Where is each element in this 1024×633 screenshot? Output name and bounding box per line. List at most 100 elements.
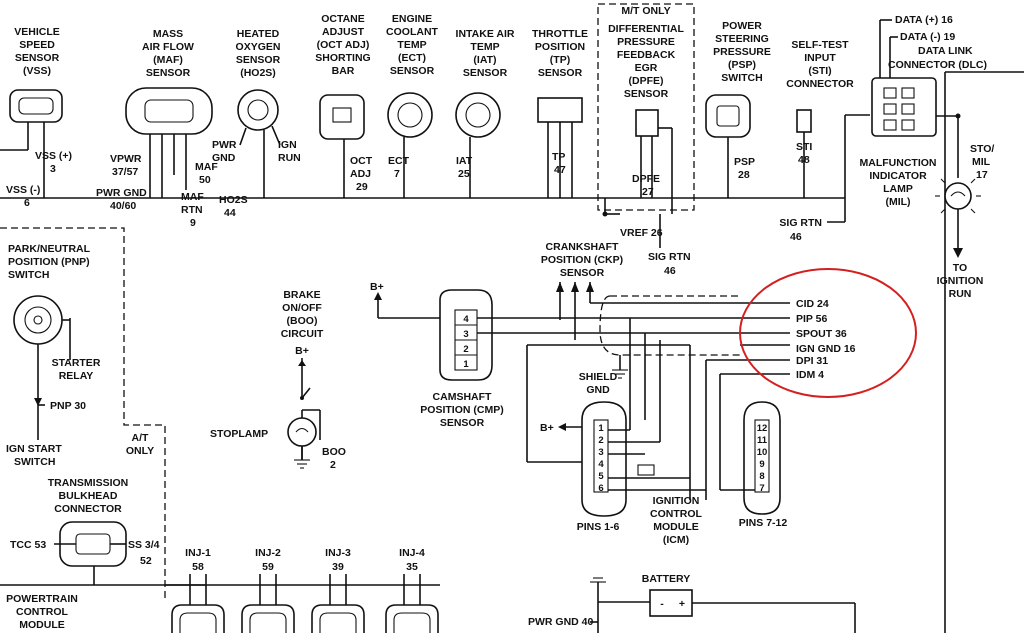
svg-text:CONNECTOR (DLC): CONNECTOR (DLC)	[888, 59, 987, 71]
svg-text:17: 17	[976, 169, 988, 181]
svg-text:PNP 30: PNP 30	[50, 400, 86, 412]
svg-text:(PSP): (PSP)	[728, 59, 756, 71]
sti-plug	[796, 109, 812, 133]
svg-text:OCTANE: OCTANE	[321, 13, 365, 25]
svg-text:BATTERY: BATTERY	[642, 573, 690, 585]
svg-text:STARTER: STARTER	[52, 357, 101, 369]
svg-text:THROTTLE: THROTTLE	[532, 28, 588, 40]
svg-text:CONTROL: CONTROL	[16, 606, 68, 618]
svg-text:BAR: BAR	[332, 65, 355, 77]
svg-text:INJ-1: INJ-1	[185, 547, 211, 559]
svg-text:SENSOR: SENSOR	[236, 54, 281, 66]
svg-text:SENSOR: SENSOR	[624, 88, 669, 100]
svg-text:6: 6	[24, 197, 30, 209]
svg-text:SENSOR: SENSOR	[390, 65, 435, 77]
icm-signal-labels: CID 24 PIP 56 SPOUT 36 IGN GND 16 DPI 31…	[739, 268, 917, 398]
injector-4: INJ-4 35	[385, 547, 439, 633]
svg-text:(VSS): (VSS)	[23, 65, 51, 77]
psp-switch: POWER STEERING PRESSURE (PSP) SWITCH PSP…	[705, 20, 771, 198]
svg-text:DATA (+) 16: DATA (+) 16	[895, 14, 953, 26]
svg-text:MIL: MIL	[972, 156, 991, 168]
svg-text:ENGINE: ENGINE	[392, 13, 432, 25]
svg-text:PWR GND: PWR GND	[96, 187, 147, 199]
injector-3: INJ-3 39	[311, 547, 365, 633]
svg-text:POSITION (CMP): POSITION (CMP)	[420, 404, 503, 416]
svg-text:RUN: RUN	[278, 152, 301, 164]
svg-text:DPI 31: DPI 31	[796, 355, 828, 367]
svg-text:52: 52	[140, 555, 152, 567]
svg-text:A/T: A/T	[132, 432, 150, 444]
svg-text:(OCT ADJ): (OCT ADJ)	[317, 39, 370, 51]
svg-text:VSS (-): VSS (-)	[6, 184, 40, 196]
svg-text:CAMSHAFT: CAMSHAFT	[433, 391, 492, 403]
svg-text:-: -	[660, 598, 664, 610]
svg-text:PRESSURE: PRESSURE	[713, 46, 771, 58]
svg-text:7: 7	[394, 168, 400, 180]
svg-text:DATA LINK: DATA LINK	[918, 45, 973, 57]
svg-text:RUN: RUN	[949, 288, 972, 300]
ect-sensor: ENGINE COOLANT TEMP (ECT) SENSOR ECT 7	[386, 13, 439, 198]
svg-text:IGNITION: IGNITION	[937, 275, 984, 287]
svg-text:LAMP: LAMP	[883, 183, 913, 195]
svg-text:25: 25	[458, 168, 470, 180]
svg-text:SWITCH: SWITCH	[721, 72, 762, 84]
annotation-circle	[739, 268, 917, 398]
svg-text:SENSOR: SENSOR	[560, 267, 605, 279]
ect-connector	[387, 92, 433, 138]
svg-text:SELF-TEST: SELF-TEST	[791, 39, 849, 51]
dpfe-connector	[635, 109, 659, 137]
svg-text:(MIL): (MIL)	[885, 196, 910, 208]
svg-text:POWER: POWER	[722, 20, 762, 32]
svg-text:ECT: ECT	[388, 155, 410, 167]
svg-text:INPUT: INPUT	[804, 52, 836, 64]
pnp-switch-group: PARK/NEUTRAL POSITION (PNP) SWITCH PNP 3…	[0, 227, 166, 600]
svg-text:3: 3	[50, 163, 56, 175]
svg-text:BOO: BOO	[322, 446, 346, 458]
svg-text:OXYGEN: OXYGEN	[236, 41, 281, 53]
svg-text:28: 28	[738, 169, 750, 181]
icm-connector-pins-1-6	[581, 401, 627, 517]
oct-connector	[319, 94, 365, 140]
svg-text:47: 47	[554, 164, 566, 176]
stoplamp-icon	[287, 417, 317, 447]
svg-text:8: 8	[759, 471, 764, 482]
svg-text:PWR: PWR	[212, 139, 237, 151]
svg-text:SENSOR: SENSOR	[538, 67, 583, 79]
svg-text:TEMP: TEMP	[397, 39, 426, 51]
svg-text:STOPLAMP: STOPLAMP	[210, 428, 268, 440]
svg-text:(BOO): (BOO)	[287, 315, 318, 327]
svg-text:1: 1	[463, 359, 469, 370]
svg-text:+: +	[679, 598, 685, 610]
svg-text:11: 11	[757, 435, 768, 446]
svg-text:POWERTRAIN: POWERTRAIN	[6, 593, 78, 605]
svg-text:DATA (-) 19: DATA (-) 19	[900, 31, 955, 43]
ho2s-sensor: HEATED OXYGEN SENSOR (HO2S) PWR GND IGN …	[212, 28, 301, 219]
svg-text:EGR: EGR	[635, 62, 658, 74]
svg-text:(TP): (TP)	[550, 54, 570, 66]
svg-text:(HO2S): (HO2S)	[240, 67, 276, 79]
svg-text:HEATED: HEATED	[237, 28, 280, 40]
svg-text:59: 59	[262, 561, 274, 573]
svg-text:39: 39	[332, 561, 344, 573]
svg-text:DPFE: DPFE	[632, 173, 660, 185]
svg-text:48: 48	[798, 154, 810, 166]
svg-text:STI: STI	[796, 141, 812, 153]
svg-text:INJ-4: INJ-4	[399, 547, 425, 559]
transmission-connector-group: TRANSMISSION BULKHEAD CONNECTOR TCC 53 S…	[0, 477, 205, 631]
svg-text:IAT: IAT	[456, 155, 473, 167]
tp-sensor: THROTTLE POSITION (TP) SENSOR TP 47	[532, 28, 588, 198]
mil-lamp-icon	[944, 182, 972, 210]
ckp-sensor-group: CRANKSHAFT POSITION (CKP) SENSOR SHIELD …	[526, 241, 790, 500]
main-harness-wires	[0, 71, 1024, 633]
maf-sensor: MASS AIR FLOW (MAF) SENSOR VPWR 37/57 PW…	[96, 28, 218, 229]
svg-text:INJ-3: INJ-3	[325, 547, 351, 559]
svg-text:35: 35	[406, 561, 418, 573]
injectors: INJ-1 58 INJ-2 59 INJ-3 39 INJ-4 35	[165, 547, 440, 633]
svg-text:RTN: RTN	[181, 204, 203, 216]
svg-text:BULKHEAD: BULKHEAD	[59, 490, 118, 502]
svg-text:BRAKE: BRAKE	[283, 289, 320, 301]
svg-text:(ECT): (ECT)	[398, 52, 426, 64]
svg-text:SPOUT 36: SPOUT 36	[796, 328, 847, 340]
svg-text:ADJ: ADJ	[350, 168, 371, 180]
svg-text:INDICATOR: INDICATOR	[869, 170, 927, 182]
